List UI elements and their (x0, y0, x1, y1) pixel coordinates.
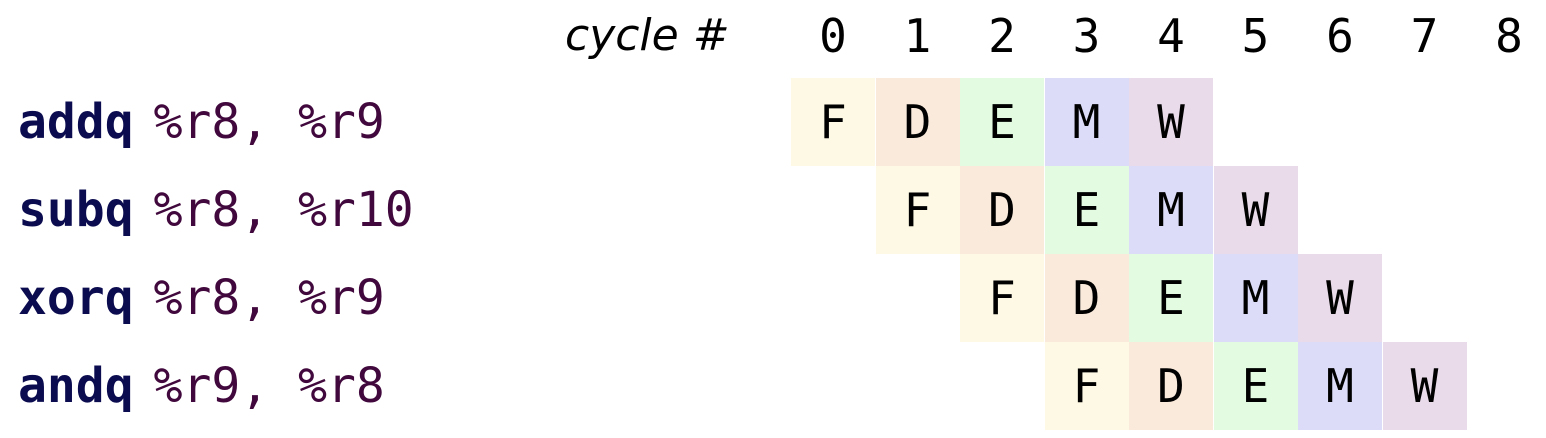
cycle-number-1: 1 (903, 9, 932, 63)
stage-cell-D-addq-cycle-1: D (875, 78, 960, 166)
instruction-addq: addq %r8, %r9 (18, 78, 385, 166)
stage-cell-W-andq-cycle-7: W (1382, 342, 1467, 430)
instruction-andq: andq %r9, %r8 (18, 342, 385, 430)
stage-cell-E-xorq-cycle-4: E (1129, 254, 1213, 342)
cycle-number-0: 0 (819, 9, 847, 63)
instruction-opcode: addq (18, 94, 134, 150)
stage-cell-D-subq-cycle-2: D (960, 166, 1044, 254)
instruction-opcode: subq (18, 182, 134, 238)
stage-cell-F-addq-cycle-0: F (791, 78, 875, 166)
stage-cell-W-addq-cycle-4: W (1129, 78, 1213, 166)
instruction-opcode: andq (18, 358, 134, 414)
instruction-opcode: xorq (18, 270, 134, 326)
stage-cell-W-xorq-cycle-6: W (1298, 254, 1382, 342)
cycle-number-2: 2 (988, 9, 1016, 63)
stage-cell-E-addq-cycle-2: E (960, 78, 1044, 166)
cycle-number-6: 6 (1326, 9, 1354, 63)
stage-cell-M-andq-cycle-6: M (1298, 342, 1382, 430)
cycle-number-4: 4 (1157, 9, 1185, 63)
instruction-operands: %r8, %r9 (153, 94, 385, 150)
stage-cell-W-subq-cycle-5: W (1213, 166, 1298, 254)
instruction-operands: %r9, %r8 (153, 358, 385, 414)
cycle-label: cycle # (565, 10, 730, 61)
stage-cell-E-andq-cycle-5: E (1213, 342, 1298, 430)
cycle-number-3: 3 (1072, 9, 1101, 63)
instruction-xorq: xorq %r8, %r9 (18, 254, 385, 342)
stage-cell-F-andq-cycle-3: F (1044, 342, 1129, 430)
stage-cell-D-xorq-cycle-3: D (1044, 254, 1129, 342)
instruction-operands: %r8, %r9 (153, 270, 385, 326)
stage-cell-F-subq-cycle-1: F (875, 166, 960, 254)
stage-cell-E-subq-cycle-3: E (1044, 166, 1129, 254)
stage-cell-F-xorq-cycle-2: F (960, 254, 1044, 342)
stage-cell-M-subq-cycle-4: M (1129, 166, 1213, 254)
stage-cell-M-addq-cycle-3: M (1044, 78, 1129, 166)
stage-cell-D-andq-cycle-4: D (1129, 342, 1213, 430)
cycle-number-8: 8 (1495, 9, 1523, 63)
instruction-subq: subq %r8, %r10 (18, 166, 414, 254)
instruction-operands: %r8, %r10 (153, 182, 414, 238)
cycle-number-7: 7 (1410, 9, 1439, 63)
stage-cell-M-xorq-cycle-5: M (1213, 254, 1298, 342)
cycle-number-5: 5 (1241, 9, 1270, 63)
